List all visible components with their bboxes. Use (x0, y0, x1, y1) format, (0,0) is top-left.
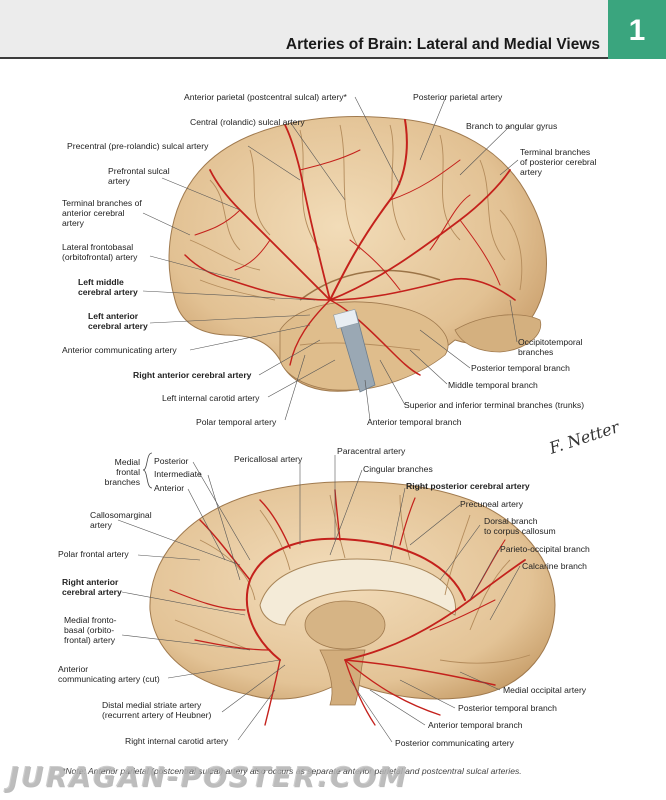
label-lat-frontobasal: Lateral frontobasal (orbitofrontal) arte… (62, 242, 138, 262)
label-polar-temporal: Polar temporal artery (196, 417, 277, 427)
label-prefrontal: Prefrontal sulcal artery (108, 166, 170, 186)
label-parieto-occipital: Parieto-occipital branch (500, 544, 590, 554)
label-polar-frontal: Polar frontal artery (58, 549, 129, 559)
label-calcarine: Calcarine branch (522, 561, 587, 571)
label-right-posterior-cerebral: Right posterior cerebral artery (406, 481, 530, 491)
label-distal-medial-striate: Distal medial striate artery (recurrent … (102, 700, 212, 720)
label-callosomarginal: Callosomarginal artery (90, 510, 152, 530)
label-medial-frontal: Medial frontal branches (104, 457, 140, 487)
label-left-middle-cerebral: Left middle cerebral artery (78, 277, 138, 297)
label-occipitotemporal: Occipitotemporal branches (518, 337, 583, 357)
label-medial-occipital: Medial occipital artery (503, 685, 587, 695)
label-post-communicating: Posterior communicating artery (395, 738, 514, 748)
label-right-internal-carotid: Right internal carotid artery (125, 736, 229, 746)
medial-frontal-brace (142, 452, 153, 489)
label-post-temporal-medial: Posterior temporal branch (458, 703, 557, 713)
lateral-brain (168, 116, 547, 393)
label-middle-temporal: Middle temporal branch (448, 380, 538, 390)
label-right-anterior-cerebral: Right anterior cerebral artery (133, 370, 252, 380)
header-rule (0, 57, 608, 59)
label-post-parietal: Posterior parietal artery (413, 92, 503, 102)
label-ant-communicating: Anterior communicating artery (62, 345, 177, 355)
label-term-post-cerebral: Terminal branches of posterior cerebral … (520, 147, 597, 177)
label-cingular: Cingular branches (363, 464, 433, 474)
label-ant-communicating-cut: Anterior communicating artery (cut) (58, 664, 160, 684)
label-medial-frontobasal: Medial fronto- basal (orbito- frontal) a… (64, 615, 117, 645)
label-left-anterior-cerebral: Left anterior cerebral artery (88, 311, 148, 331)
label-left-internal-carotid: Left internal carotid artery (162, 393, 260, 403)
footnote: *Note: Anterior parietal (postcentral su… (62, 766, 522, 776)
label-central: Central (rolandic) sulcal artery (190, 117, 305, 127)
label-post-temporal-lat: Posterior temporal branch (471, 363, 570, 373)
label-mf-posterior: Posterior (154, 456, 189, 466)
label-ant-temporal-lat: Anterior temporal branch (367, 417, 462, 427)
label-mf-anterior: Anterior (154, 483, 185, 493)
label-dorsal-branch: Dorsal branch to corpus callosum (484, 516, 556, 536)
medial-brain (149, 481, 556, 726)
label-right-anterior-cerebral-medial: Right anterior cerebral artery (62, 577, 122, 597)
label-ant-parietal: Anterior parietal (postcentral sulcal) a… (184, 92, 347, 102)
label-precentral: Precentral (pre-rolandic) sulcal artery (67, 141, 209, 151)
watermark: JURAGAN-POSTER.COM (8, 760, 408, 793)
label-sup-inf-terminal: Superior and inferior terminal branches … (404, 400, 585, 410)
label-angular: Branch to angular gyrus (466, 121, 558, 131)
header-bar (0, 0, 666, 57)
label-mf-intermediate: Intermediate (154, 469, 202, 479)
label-paracentral: Paracentral artery (337, 446, 406, 456)
plate-number: 1 (608, 0, 666, 59)
label-pericallosal: Pericallosal artery (234, 454, 303, 464)
page-title: Arteries of Brain: Lateral and Medial Vi… (285, 36, 600, 53)
label-precuneal: Precuneal artery (460, 499, 524, 509)
label-ant-temporal-medial: Anterior temporal branch (428, 720, 523, 730)
label-term-ant-cerebral: Terminal branches of anterior cerebral a… (62, 198, 142, 228)
